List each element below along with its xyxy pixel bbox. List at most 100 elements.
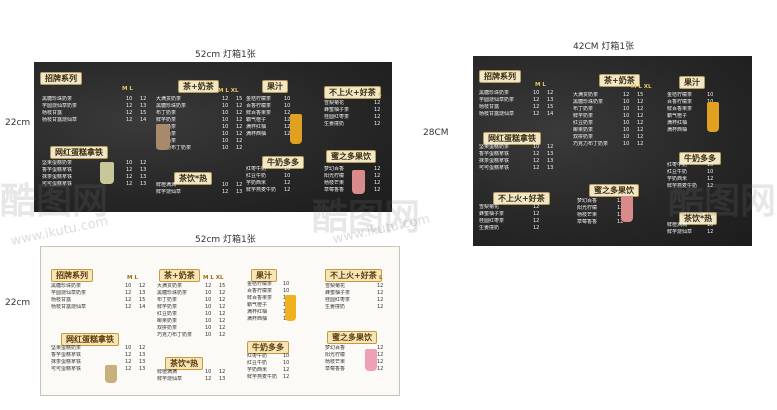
size-header: L xyxy=(379,275,383,281)
size-header: M L XL xyxy=(203,275,224,281)
height-label-right: 28CM xyxy=(423,128,449,138)
section-header-fruit: 蜜之多果饮 xyxy=(589,184,639,197)
section-header-milk-tea: 茶+奶茶 xyxy=(599,74,640,87)
section-header-latte: 网红蛋糕拿铁 xyxy=(483,132,541,145)
section-header-juice: 果汁 xyxy=(262,80,288,93)
dimension-label-top-right: 42CM 灯箱1张 xyxy=(573,42,635,52)
height-label-bottom: 22cm xyxy=(5,298,31,308)
drink-cup-image xyxy=(156,124,170,150)
watermark-logo: 酷图网 xyxy=(0,181,109,222)
section-header-latte: 网红蛋糕拿铁 xyxy=(50,146,108,159)
section-header-milk: 牛奶多多 xyxy=(262,156,304,169)
section-header-fruit: 蜜之多果饮 xyxy=(326,150,376,163)
drink-cup-image xyxy=(365,349,377,371)
section-header-hot: 茶饮*热 xyxy=(174,172,213,185)
section-header-juice: 果汁 xyxy=(251,269,277,282)
section-header-hot: 茶饮*热 xyxy=(165,357,204,370)
drink-cup-image xyxy=(621,196,633,222)
dimension-label-bottom: 52cm 灯箱1张 xyxy=(195,235,256,245)
dimension-label-top-left: 52cm 灯箱1张 xyxy=(195,50,256,60)
drink-cup-image xyxy=(707,102,719,132)
drink-cup-image xyxy=(100,162,114,184)
size-header: M L xyxy=(122,86,133,92)
drink-cup-image xyxy=(290,114,302,144)
